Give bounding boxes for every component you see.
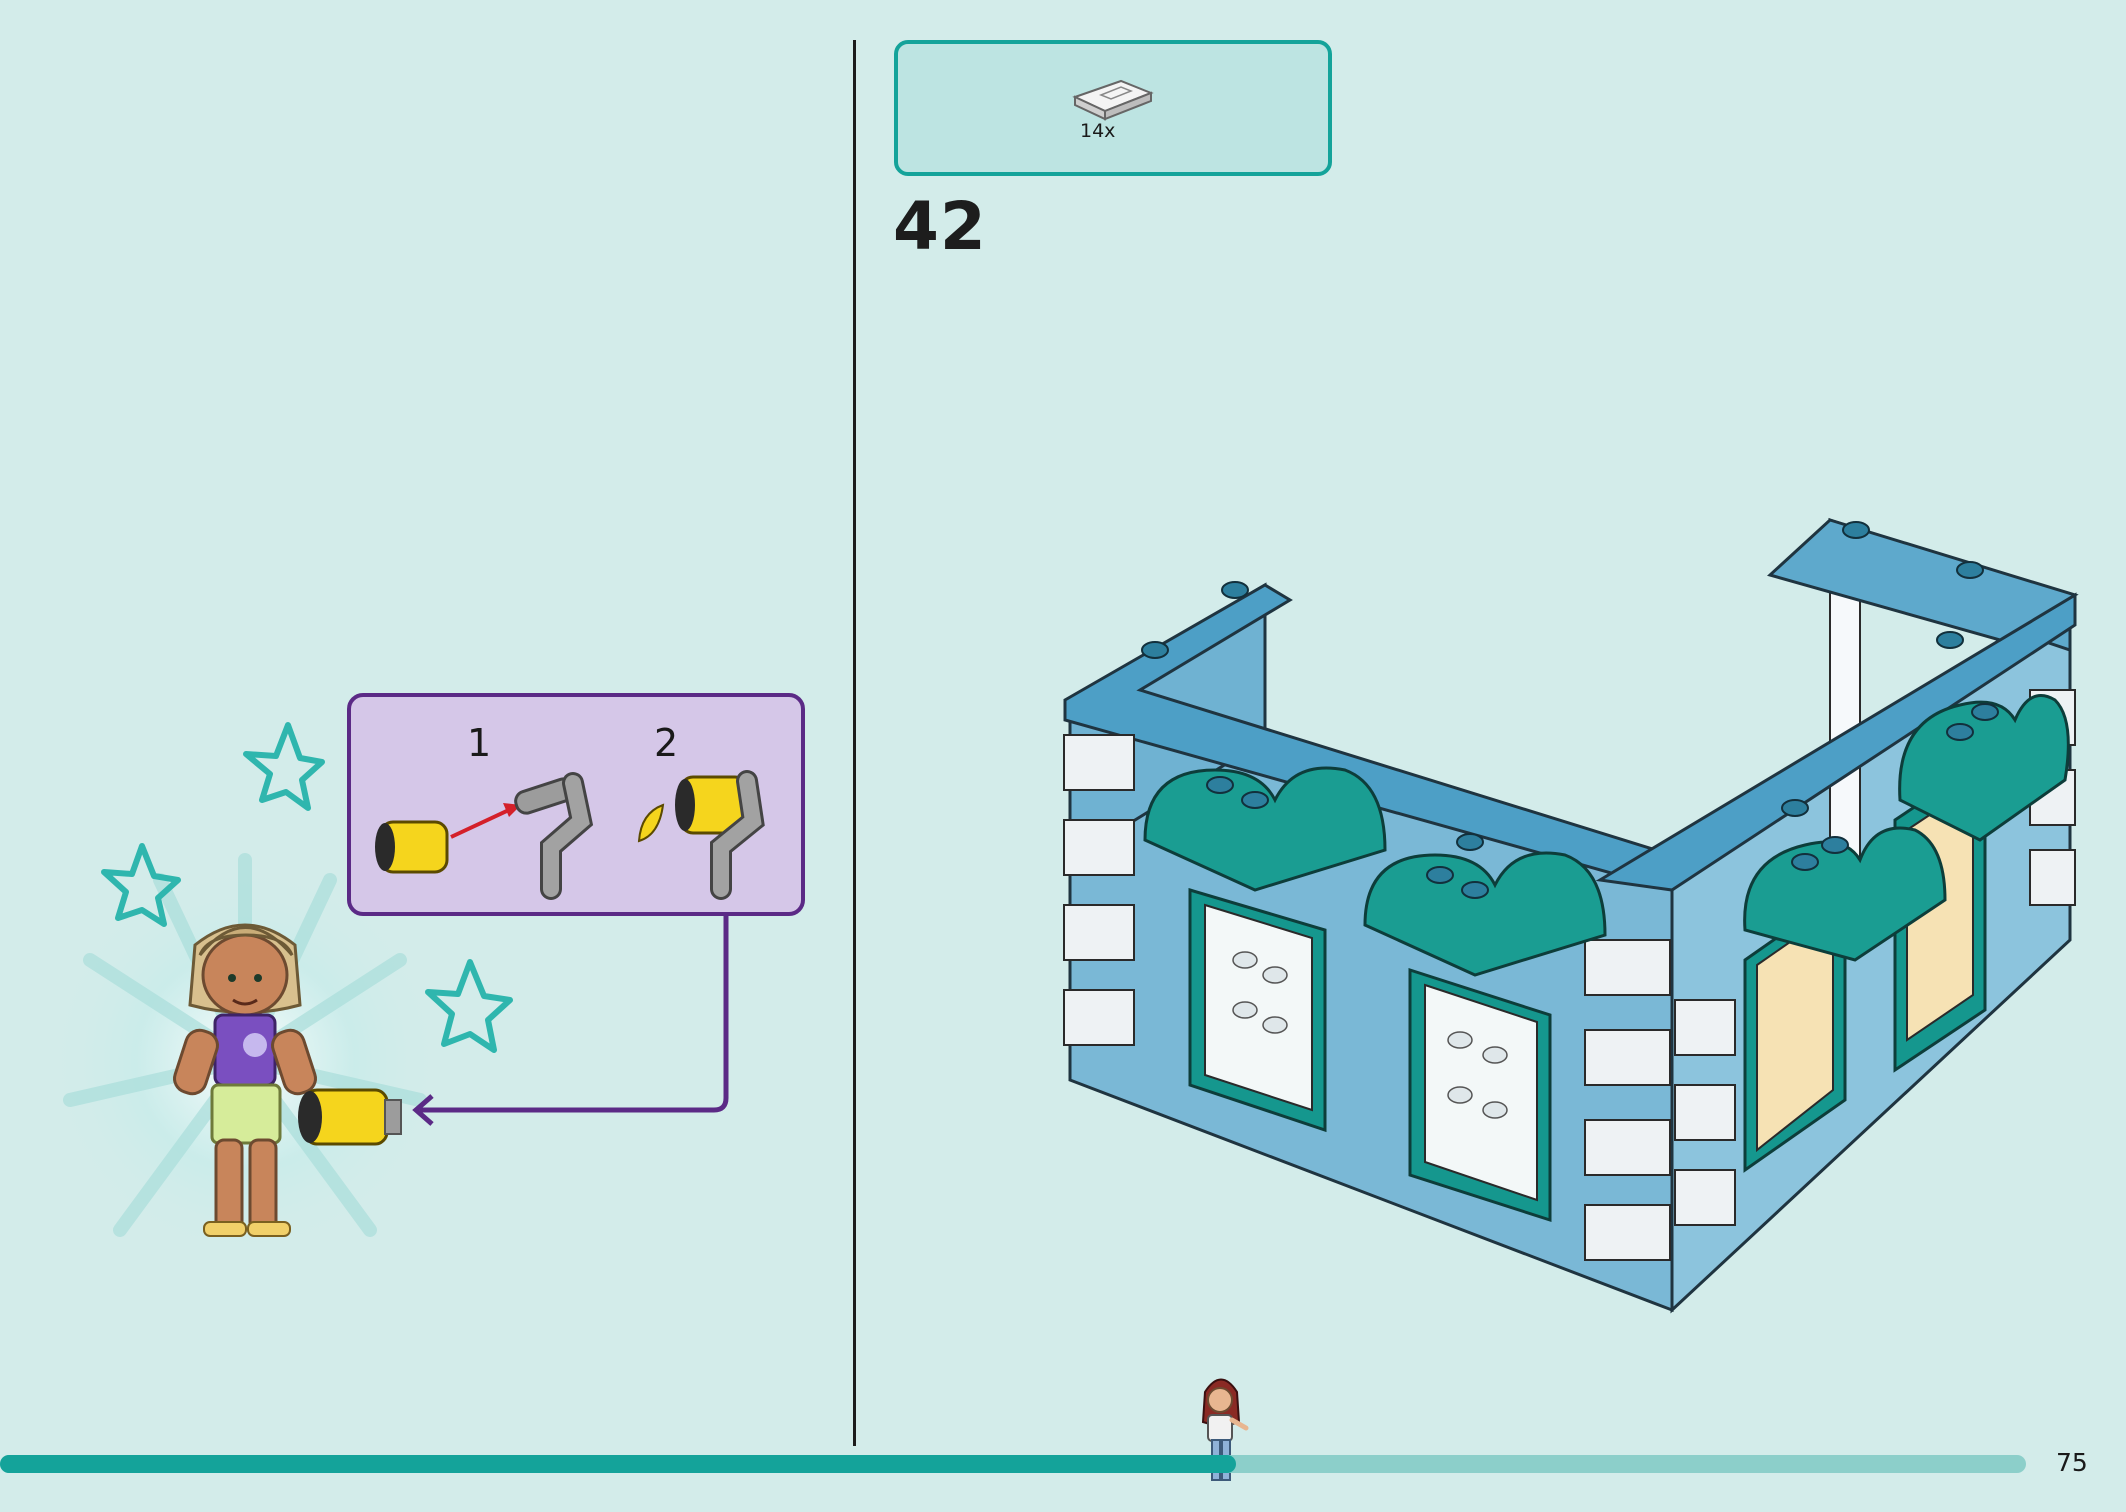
roller-assembly-icon: [375, 770, 765, 900]
page-number: 75: [2056, 1448, 2088, 1477]
parts-count: 14x: [1080, 120, 1116, 142]
subassembly-step-2: 2: [654, 721, 679, 765]
minifigure-illustration: [45, 722, 729, 1260]
star-icon: [101, 722, 513, 1053]
parts-list-box: 14x: [894, 40, 1332, 176]
step-number: 42: [893, 188, 987, 265]
tile-piece-icon: [1072, 79, 1154, 121]
page-divider: [853, 40, 856, 1446]
progress-fill: [0, 1455, 1236, 1473]
subassembly-box: 1 2: [347, 693, 805, 916]
subassembly-step-1: 1: [467, 721, 492, 765]
